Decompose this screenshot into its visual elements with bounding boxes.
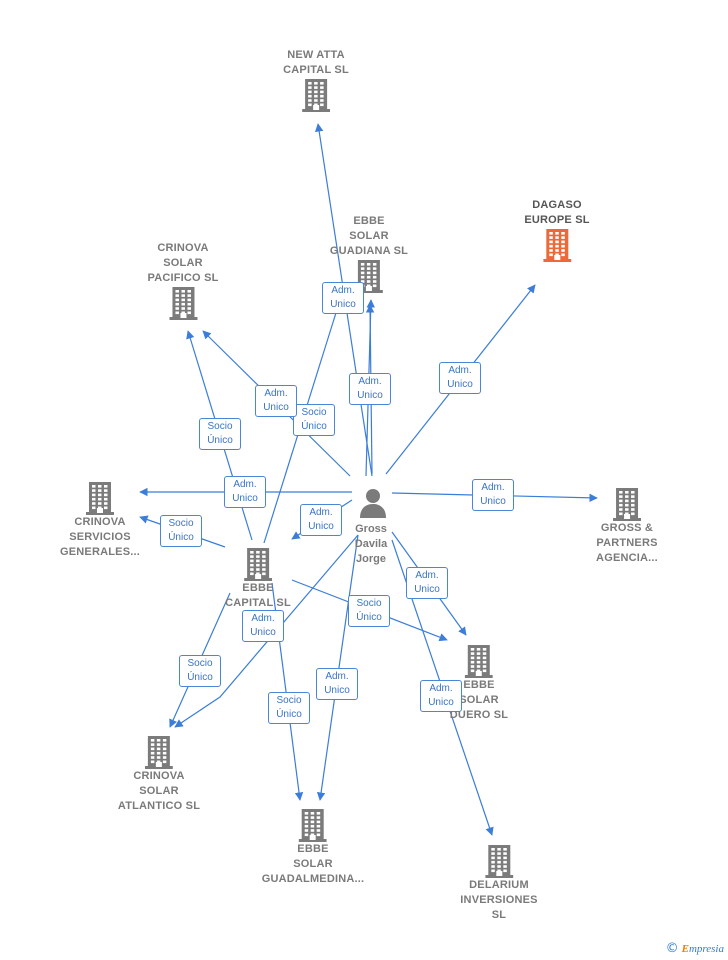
- relation-label[interactable]: Adm. Unico: [472, 479, 514, 511]
- company-label: EBBE SOLAR GUADIANA SL: [329, 215, 409, 257]
- relation-label[interactable]: Socio Único: [348, 595, 390, 627]
- relation-label[interactable]: Socio Único: [160, 515, 202, 547]
- relation-label[interactable]: Adm. Unico: [439, 362, 481, 394]
- relation-label[interactable]: Adm. Unico: [242, 610, 284, 642]
- building-icon: [596, 487, 658, 521]
- company-dagaso[interactable]: DAGASO EUROPE SL: [524, 198, 589, 262]
- company-ebbe-capital[interactable]: EBBE CAPITAL SL: [225, 547, 291, 611]
- building-icon: [225, 547, 291, 581]
- building-icon: [60, 481, 140, 515]
- relation-label[interactable]: Socio Único: [268, 692, 310, 724]
- person-icon: [360, 489, 386, 518]
- copyright-icon: ©: [665, 941, 679, 956]
- building-icon: [118, 735, 200, 769]
- building-icon: [450, 644, 508, 678]
- building-icon: [460, 844, 537, 878]
- relation-label[interactable]: Adm. Unico: [349, 373, 391, 405]
- relation-label[interactable]: Adm. Unico: [300, 504, 342, 536]
- relation-label[interactable]: Socio Único: [199, 418, 241, 450]
- brand-initial: E: [681, 943, 689, 955]
- company-crinova-servicios[interactable]: CRINOVA SERVICIOS GENERALES...: [60, 481, 140, 560]
- company-delarium[interactable]: DELARIUM INVERSIONES SL: [460, 844, 537, 923]
- relation-label[interactable]: Socio Único: [293, 404, 335, 436]
- company-label: EBBE SOLAR DUERO SL: [449, 679, 509, 721]
- company-ebbe-duero[interactable]: EBBE SOLAR DUERO SL: [450, 644, 508, 723]
- building-icon: [283, 78, 349, 112]
- company-label: EBBE SOLAR GUADALMEDINA...: [261, 843, 365, 885]
- company-label: NEW ATTA CAPITAL SL: [283, 49, 349, 76]
- company-gross-partners[interactable]: GROSS & PARTNERS AGENCIA...: [596, 487, 658, 566]
- company-label: DELARIUM INVERSIONES SL: [460, 879, 538, 921]
- relation-label[interactable]: Socio Único: [179, 655, 221, 687]
- building-icon: [524, 228, 589, 262]
- relation-label[interactable]: Adm. Unico: [255, 385, 297, 417]
- brand-name: mpresia: [688, 943, 724, 955]
- relation-label[interactable]: Adm. Unico: [406, 567, 448, 599]
- relation-edge: [174, 534, 359, 728]
- company-crinova-atlantico[interactable]: CRINOVA SOLAR ATLANTICO SL: [118, 735, 200, 814]
- company-label: EBBE CAPITAL SL: [225, 582, 291, 609]
- company-label: CRINOVA SERVICIOS GENERALES...: [59, 516, 141, 558]
- person-name: Gross Davila Jorge: [354, 523, 388, 565]
- brand-footer: ©Empresia: [666, 941, 724, 956]
- relation-label[interactable]: Adm. Unico: [420, 680, 462, 712]
- person-node[interactable]: [357, 486, 389, 520]
- company-label: DAGASO EUROPE SL: [524, 199, 590, 226]
- building-icon: [147, 286, 218, 320]
- relation-label[interactable]: Adm. Unico: [322, 282, 364, 314]
- company-label: CRINOVA SOLAR PACIFICO SL: [147, 242, 219, 284]
- company-label: GROSS & PARTNERS AGENCIA...: [596, 522, 658, 564]
- building-icon: [262, 808, 365, 842]
- company-label: CRINOVA SOLAR ATLANTICO SL: [117, 770, 201, 812]
- relation-label[interactable]: Adm. Unico: [224, 476, 266, 508]
- company-new-atta[interactable]: NEW ATTA CAPITAL SL: [283, 48, 349, 112]
- relation-label[interactable]: Adm. Unico: [316, 668, 358, 700]
- company-crinova-pacifico[interactable]: CRINOVA SOLAR PACIFICO SL: [147, 241, 218, 320]
- company-ebbe-guadalmedina[interactable]: EBBE SOLAR GUADALMEDINA...: [262, 808, 365, 887]
- relation-edge: [316, 534, 359, 801]
